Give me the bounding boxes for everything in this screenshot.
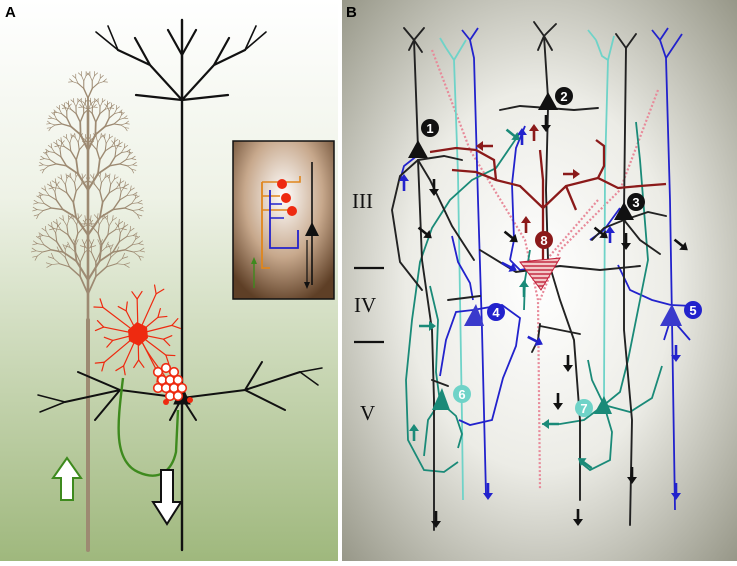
cell-badge-3: 3	[627, 193, 645, 211]
cell-badge-4: 4	[487, 303, 505, 321]
svg-text:7: 7	[580, 401, 587, 416]
panel-b-label: B	[346, 4, 357, 21]
panel-a-label: A	[5, 4, 16, 21]
layer-label-iv: IV	[354, 293, 376, 317]
panel-a: A	[0, 0, 338, 561]
cell-badge-6: 6	[453, 385, 471, 403]
cell-badge-8: 8	[535, 231, 553, 249]
panel-b: B III IV V	[342, 0, 737, 561]
cell-badge-2: 2	[555, 87, 573, 105]
svg-text:2: 2	[560, 89, 567, 104]
cell-badge-7: 7	[575, 399, 593, 417]
svg-text:3: 3	[632, 195, 639, 210]
svg-text:6: 6	[458, 387, 465, 402]
layer-label-iii: III	[352, 189, 373, 213]
svg-text:1: 1	[426, 121, 433, 136]
cell-badge-1: 1	[421, 119, 439, 137]
cell-badge-5: 5	[684, 301, 702, 319]
layer-label-v: V	[360, 401, 375, 425]
svg-text:4: 4	[492, 305, 500, 320]
svg-text:5: 5	[689, 303, 696, 318]
inset-diagram	[233, 141, 334, 299]
svg-text:8: 8	[540, 233, 547, 248]
